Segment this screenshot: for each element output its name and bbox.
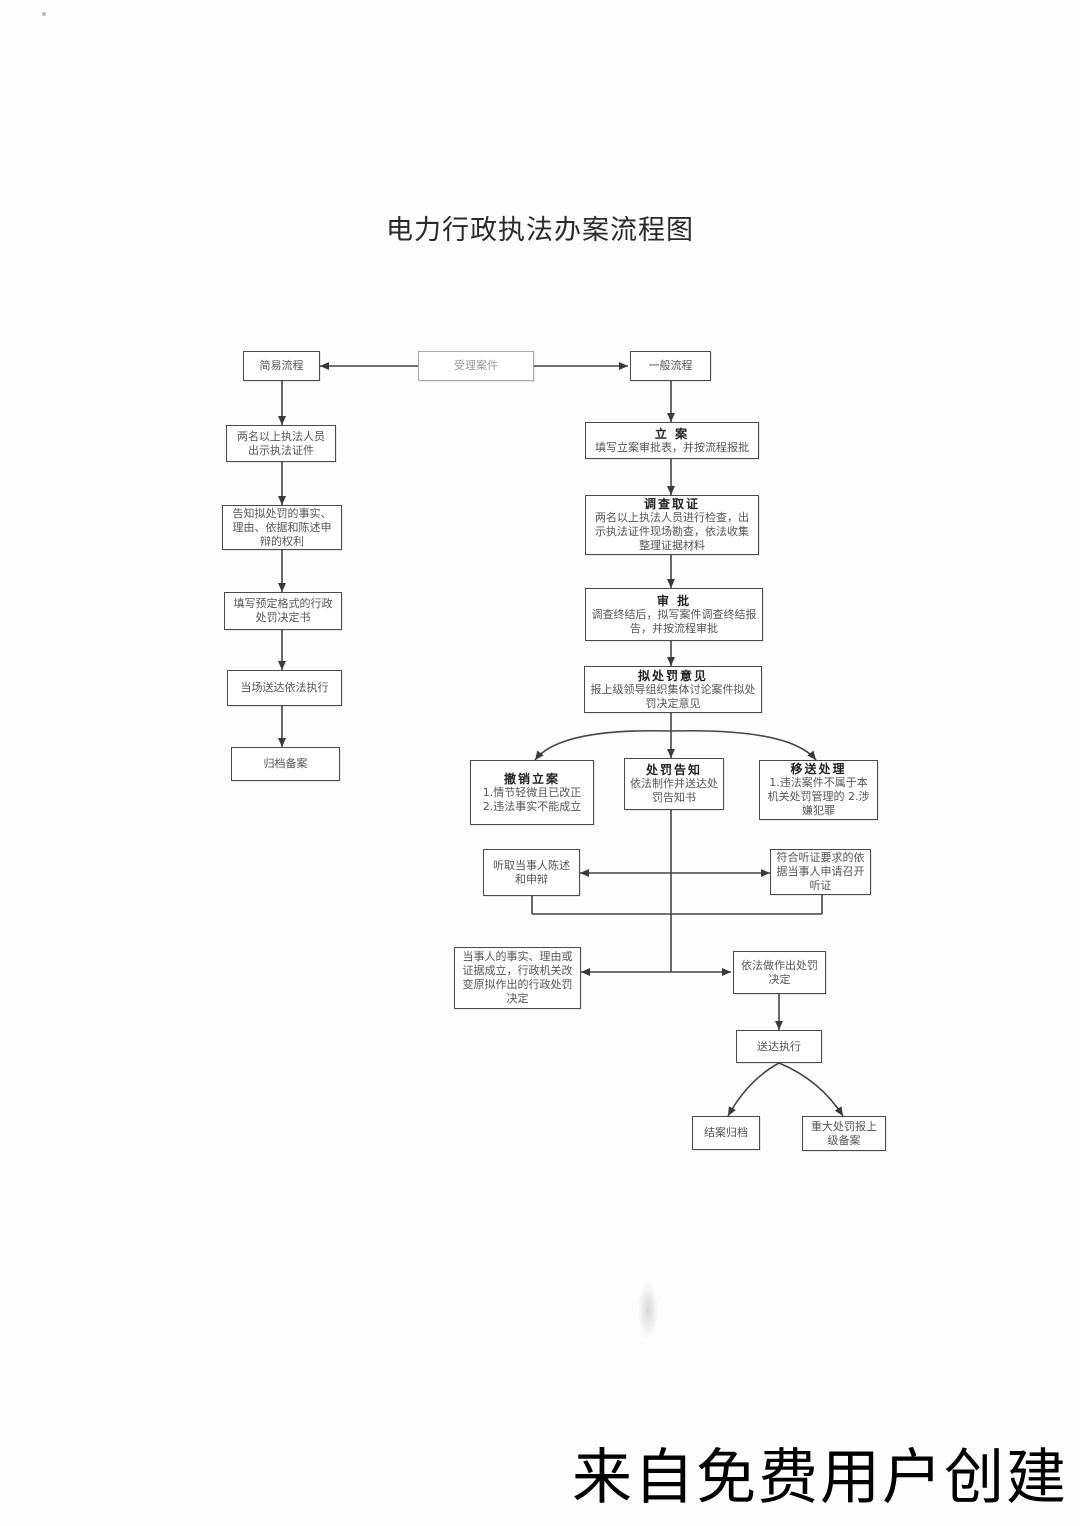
node-hear-statement: 听取当事人陈述和申辩: [483, 849, 580, 896]
node-facts-established: 当事人的事实、理由或证据成立，行政机关改变原拟作出的行政处罚决定: [454, 947, 581, 1009]
approval-title: 审 批: [656, 593, 692, 608]
node-file-case: 立 案 填写立案审批表，并按流程报批: [585, 422, 759, 459]
scan-speck: [42, 12, 46, 16]
edge-niyijian-yisong: [670, 729, 817, 761]
node-investigation: 调查取证 两名以上执法人员进行检查，出示执法证件现场勘查，依法收集整理证据材料: [585, 495, 759, 555]
node-penalty-notice: 处罚告知 依法制作并送达处罚告知书: [624, 758, 724, 810]
investigation-body: 两名以上执法人员进行检查，出示执法证件现场勘查，依法收集整理证据材料: [595, 511, 749, 552]
node-general-procedure: 一般流程: [630, 351, 711, 381]
node-simple-fill-decision: 填写预定格式的行政处罚决定书: [224, 592, 342, 630]
edge-songda-zhongda: [778, 1062, 844, 1117]
penalty-notice-body: 依法制作并送达处罚告知书: [630, 777, 718, 804]
edge-niyijian-chexiao: [534, 729, 672, 761]
node-major-penalty-report: 重大处罚报上级备案: [802, 1116, 886, 1151]
node-simple-show-credentials: 两名以上执法人员出示执法证件: [226, 425, 336, 462]
node-transfer: 移送处理 1.违法案件不属于本机关处罚管理的 2.涉嫌犯罪: [759, 760, 878, 820]
node-close-archive: 结案归档: [692, 1116, 760, 1150]
penalty-notice-title: 处罚告知: [645, 763, 702, 777]
edge-songda-jiean: [727, 1062, 780, 1117]
approval-body: 调查终结后，拟写案件调查终结报告，并按流程审批: [591, 607, 757, 635]
node-proposed-penalty: 拟处罚意见 报上级领导组织集体讨论案件拟处罚决定意见: [584, 666, 762, 713]
revoke-case-body: 1.情节轻微且已改正 2.违法事实不能成立: [482, 785, 582, 813]
investigation-title: 调查取证: [643, 497, 700, 511]
watermark-text: 来自免费用户创建: [572, 1443, 1068, 1513]
page-title: 电力行政执法办案流程图: [386, 215, 694, 246]
file-case-body: 填写立案审批表，并按流程报批: [595, 440, 749, 454]
node-received-case: 受理案件: [418, 351, 534, 381]
proposed-penalty-body: 报上级领导组织集体讨论案件拟处罚决定意见: [590, 682, 756, 710]
node-simple-deliver-execute: 当场送达依法执行: [227, 670, 342, 706]
node-make-decision: 依法做作出处罚决定: [733, 951, 826, 994]
transfer-body: 1.违法案件不属于本机关处罚管理的 2.涉嫌犯罪: [767, 776, 870, 817]
transfer-title: 移送处理: [790, 762, 847, 776]
scan-smudge: [638, 1280, 658, 1340]
node-deliver-execute: 送达执行: [736, 1030, 822, 1063]
node-approval: 审 批 调查终结后，拟写案件调查终结报告，并按流程审批: [585, 588, 763, 641]
node-simple-procedure: 简易流程: [243, 351, 320, 381]
node-revoke-case: 撤销立案 1.情节轻微且已改正 2.违法事实不能成立: [470, 760, 594, 825]
revoke-case-title: 撤销立案: [503, 771, 560, 786]
node-simple-archive: 归档备案: [231, 747, 340, 781]
node-simple-inform-rights: 告知拟处罚的事实、理由、依据和陈述申辩的权利: [222, 505, 342, 550]
proposed-penalty-title: 拟处罚意见: [637, 668, 708, 683]
file-case-title: 立 案: [654, 426, 690, 441]
node-hearing: 符合听证要求的依据当事人申请召开听证: [770, 849, 871, 895]
